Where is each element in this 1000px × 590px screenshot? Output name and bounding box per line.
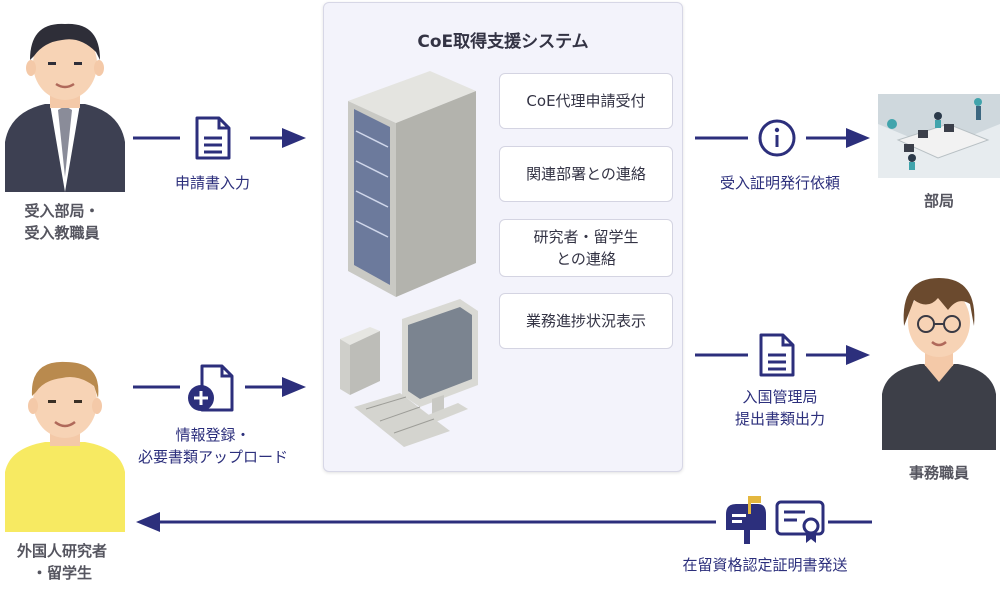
person-glasses-icon (882, 278, 996, 450)
document-icon (195, 116, 231, 160)
application-input-label: 申請書入力 (174, 174, 250, 192)
info-registration-label: 情報登録・ 必要書類アップロード (137, 426, 288, 466)
info-icon (758, 119, 796, 157)
host-staff-label: 受入部局・ 受入教職員 (24, 202, 100, 242)
immigration-documents-label: 入国管理局 提出書類出力 (734, 388, 825, 428)
function-department-contact: 関連部署との連絡 (499, 146, 673, 202)
office-image (878, 94, 1000, 178)
department-label: 部局 (923, 192, 954, 210)
function-coe-proxy-application: CoE代理申請受付 (499, 73, 673, 129)
function-researcher-contact: 研究者・留学生 との連絡 (499, 219, 673, 277)
mailbox-icon (726, 496, 766, 544)
person-suit-icon (5, 23, 125, 192)
acceptance-request-label: 受入証明発行依頼 (719, 174, 840, 192)
office-staff-label: 事務職員 (908, 464, 969, 482)
system-title: CoE取得支援システム (417, 32, 589, 52)
person-casual-icon (5, 361, 125, 532)
certificate-icon (775, 500, 825, 543)
coe-system-panel: CoE取得支援システム CoE代理申請受付 関連部署との連絡 研究者・留学生 と… (323, 2, 683, 472)
server-icon (348, 71, 476, 297)
document-icon (759, 333, 795, 377)
desktop-computer-icon (340, 299, 478, 447)
coe-send-label: 在留資格認定証明書発送 (682, 556, 848, 574)
function-progress-display: 業務進捗状況表示 (499, 293, 673, 349)
foreign-researcher-label: 外国人研究者 ・留学生 (16, 542, 107, 582)
document-plus-icon (188, 364, 234, 412)
